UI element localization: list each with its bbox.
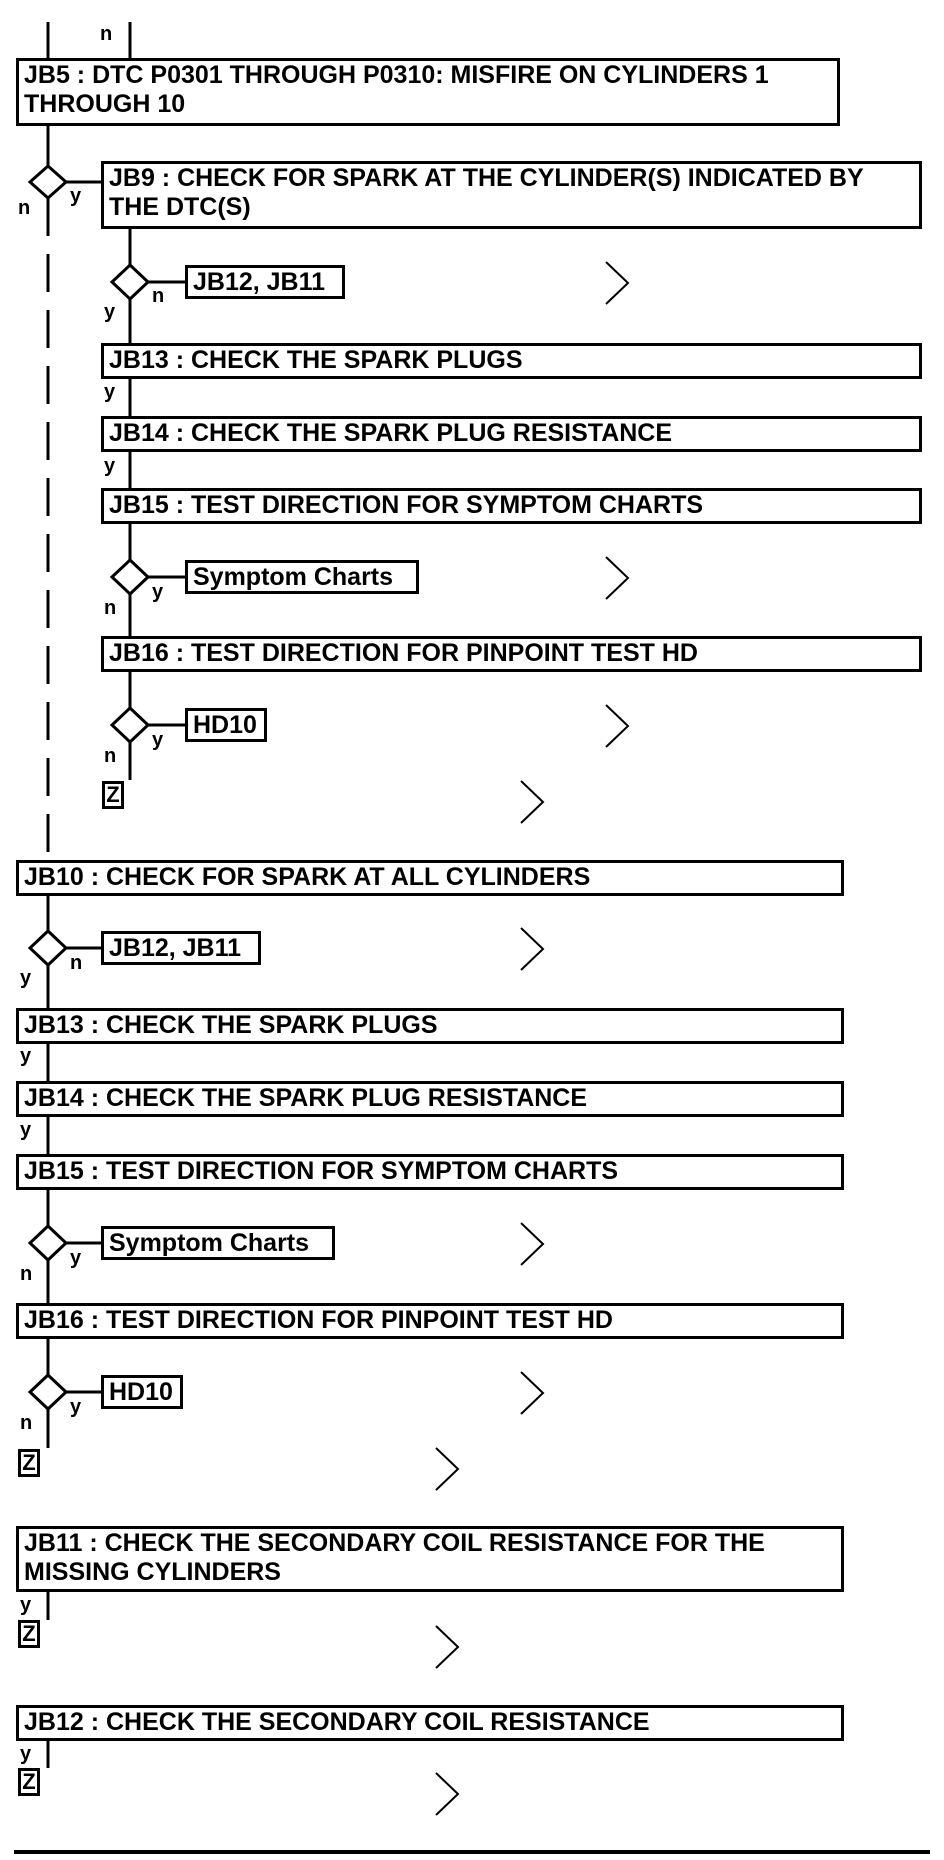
link-hd10[interactable]: HD10 — [185, 708, 267, 742]
link-jb12-jb11[interactable]: JB12, JB11 — [101, 931, 261, 965]
end-marker: Z — [18, 1768, 40, 1796]
step-jb14: JB14 : CHECK THE SPARK PLUG RESISTANCE — [101, 416, 922, 452]
branch-label-yes: y — [104, 455, 116, 477]
chevron-right-icon[interactable] — [430, 1622, 466, 1672]
end-marker: Z — [18, 1620, 40, 1648]
chevron-right-icon[interactable] — [600, 701, 636, 751]
chevron-right-icon[interactable] — [430, 1769, 466, 1819]
step-jb11: JB11 : CHECK THE SECONDARY COIL RESISTAN… — [16, 1526, 844, 1592]
branch-label-yes: y — [20, 1119, 32, 1141]
step-jb5: JB5 : DTC P0301 THROUGH P0310: MISFIRE O… — [16, 58, 840, 126]
branch-label-yes: y — [152, 581, 164, 603]
branch-label-yes: y — [104, 301, 116, 323]
branch-label-no: n — [70, 952, 83, 974]
branch-label-no: n — [20, 1263, 33, 1285]
branch-label-yes: y — [70, 185, 82, 207]
step-jb12: JB12 : CHECK THE SECONDARY COIL RESISTAN… — [16, 1705, 844, 1741]
branch-label-no: n — [152, 285, 165, 307]
link-symptom-charts[interactable]: Symptom Charts — [185, 560, 419, 594]
chevron-right-icon[interactable] — [515, 777, 551, 827]
branch-label-yes: y — [104, 381, 116, 403]
step-jb16: JB16 : TEST DIRECTION FOR PINPOINT TEST … — [16, 1303, 844, 1339]
step-jb15: JB15 : TEST DIRECTION FOR SYMPTOM CHARTS — [16, 1154, 844, 1190]
step-jb13: JB13 : CHECK THE SPARK PLUGS — [101, 343, 922, 379]
end-marker: Z — [18, 1449, 40, 1477]
branch-label-yes: y — [20, 1594, 32, 1616]
chevron-right-icon[interactable] — [515, 924, 551, 974]
branch-label-yes: y — [20, 1045, 32, 1067]
step-jb15: JB15 : TEST DIRECTION FOR SYMPTOM CHARTS — [101, 488, 922, 524]
step-jb14: JB14 : CHECK THE SPARK PLUG RESISTANCE — [16, 1081, 844, 1117]
branch-label-yes: y — [20, 1743, 32, 1765]
branch-label-no: n — [104, 745, 117, 767]
chevron-right-icon[interactable] — [600, 553, 636, 603]
link-hd10[interactable]: HD10 — [101, 1375, 183, 1409]
step-jb9: JB9 : CHECK FOR SPARK AT THE CYLINDER(S)… — [101, 161, 922, 229]
branch-label-yes: y — [70, 1396, 82, 1418]
branch-label-yes: y — [152, 729, 164, 751]
branch-label-yes: y — [20, 967, 32, 989]
step-jb13: JB13 : CHECK THE SPARK PLUGS — [16, 1008, 844, 1044]
chevron-right-icon[interactable] — [600, 258, 636, 308]
chevron-right-icon[interactable] — [430, 1444, 466, 1494]
chevron-right-icon[interactable] — [515, 1219, 551, 1269]
branch-label-yes: y — [70, 1247, 82, 1269]
link-symptom-charts[interactable]: Symptom Charts — [101, 1226, 335, 1260]
end-marker: Z — [102, 781, 124, 809]
link-jb12-jb11[interactable]: JB12, JB11 — [185, 265, 345, 299]
branch-label-no: n — [20, 1412, 33, 1434]
chevron-right-icon[interactable] — [515, 1368, 551, 1418]
step-jb10: JB10 : CHECK FOR SPARK AT ALL CYLINDERS — [16, 860, 844, 896]
branch-label-no: n — [18, 197, 31, 219]
branch-label-no: n — [104, 597, 117, 619]
branch-label-no: n — [100, 23, 113, 45]
step-jb16: JB16 : TEST DIRECTION FOR PINPOINT TEST … — [101, 636, 922, 672]
